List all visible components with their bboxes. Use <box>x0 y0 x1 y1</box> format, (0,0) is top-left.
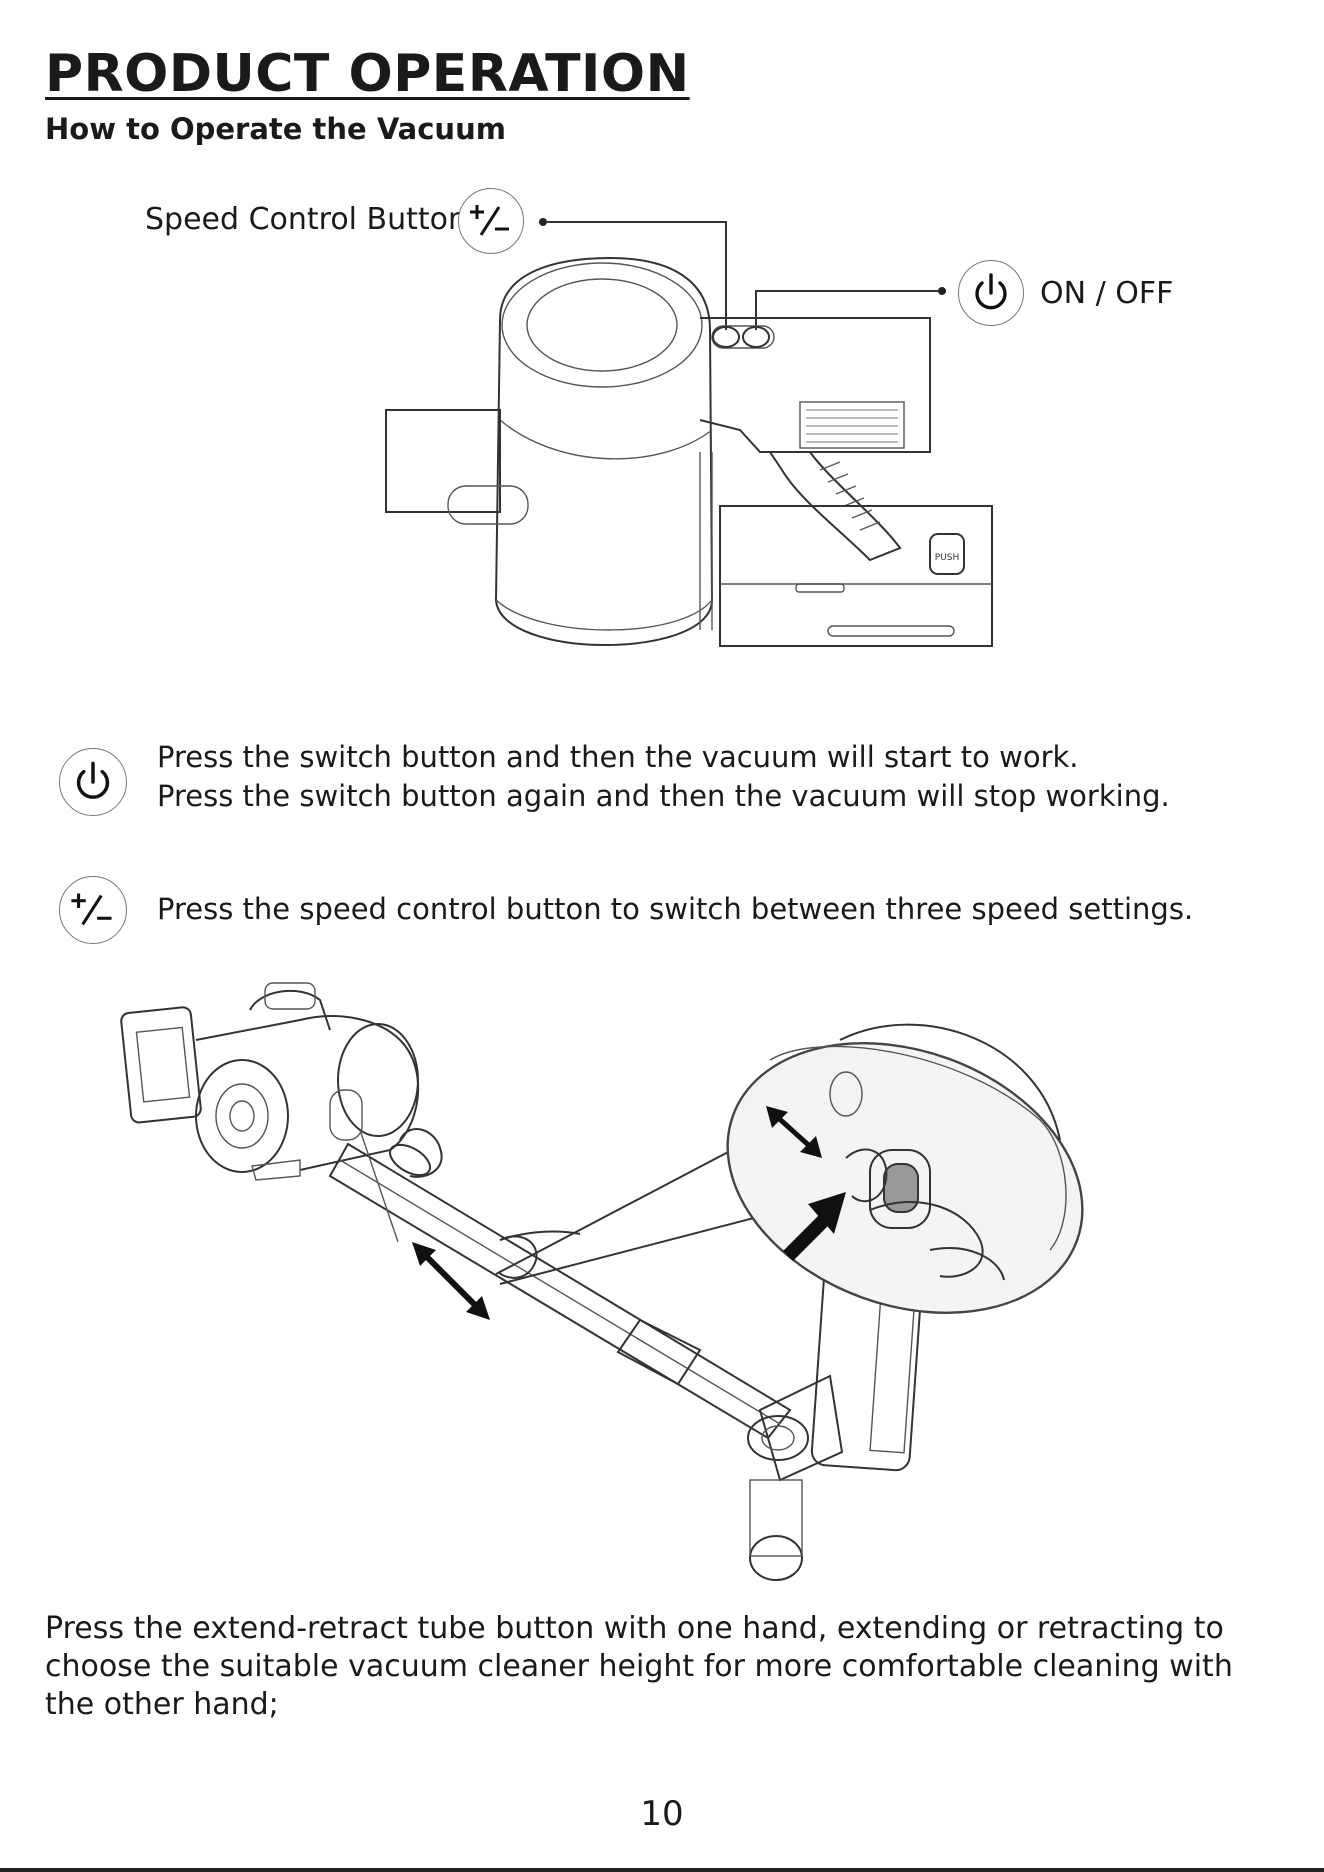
speed-control-button[interactable] <box>458 188 524 254</box>
vacuum-handheld-illustration: PUSH <box>385 218 993 647</box>
speed-instruction-icon <box>59 876 127 944</box>
tube-extension-illustration <box>120 982 1084 1581</box>
section-subtitle: How to Operate the Vacuum <box>45 112 506 146</box>
power-label: ON / OFF <box>1040 276 1174 311</box>
power-instruction-line-2: Press the switch button again and then t… <box>157 779 1170 813</box>
power-icon <box>975 273 1007 310</box>
power-icon <box>76 761 110 799</box>
page-number: 10 <box>640 1794 684 1834</box>
page-title: PRODUCT OPERATION <box>45 44 690 104</box>
push-button-text: PUSH <box>935 553 960 563</box>
power-instruction-icon <box>59 748 127 816</box>
speed-instruction-text: Press the speed control button to switch… <box>157 892 1194 926</box>
plus-minus-icon <box>470 205 509 236</box>
plus-minus-icon <box>71 893 112 926</box>
speed-control-label: Speed Control Button <box>145 202 468 237</box>
power-instruction-text: Press the switch button and then the vac… <box>157 738 1170 816</box>
tube-extension-diagram <box>0 980 1324 1600</box>
bottom-rule <box>0 1868 1324 1872</box>
power-instruction-line-1: Press the switch button and then the vac… <box>157 740 1079 774</box>
vacuum-handheld-diagram: PUSH <box>0 0 1324 700</box>
tube-instruction-paragraph: Press the extend-retract tube button wit… <box>45 1611 1233 1722</box>
power-button[interactable] <box>958 260 1024 326</box>
